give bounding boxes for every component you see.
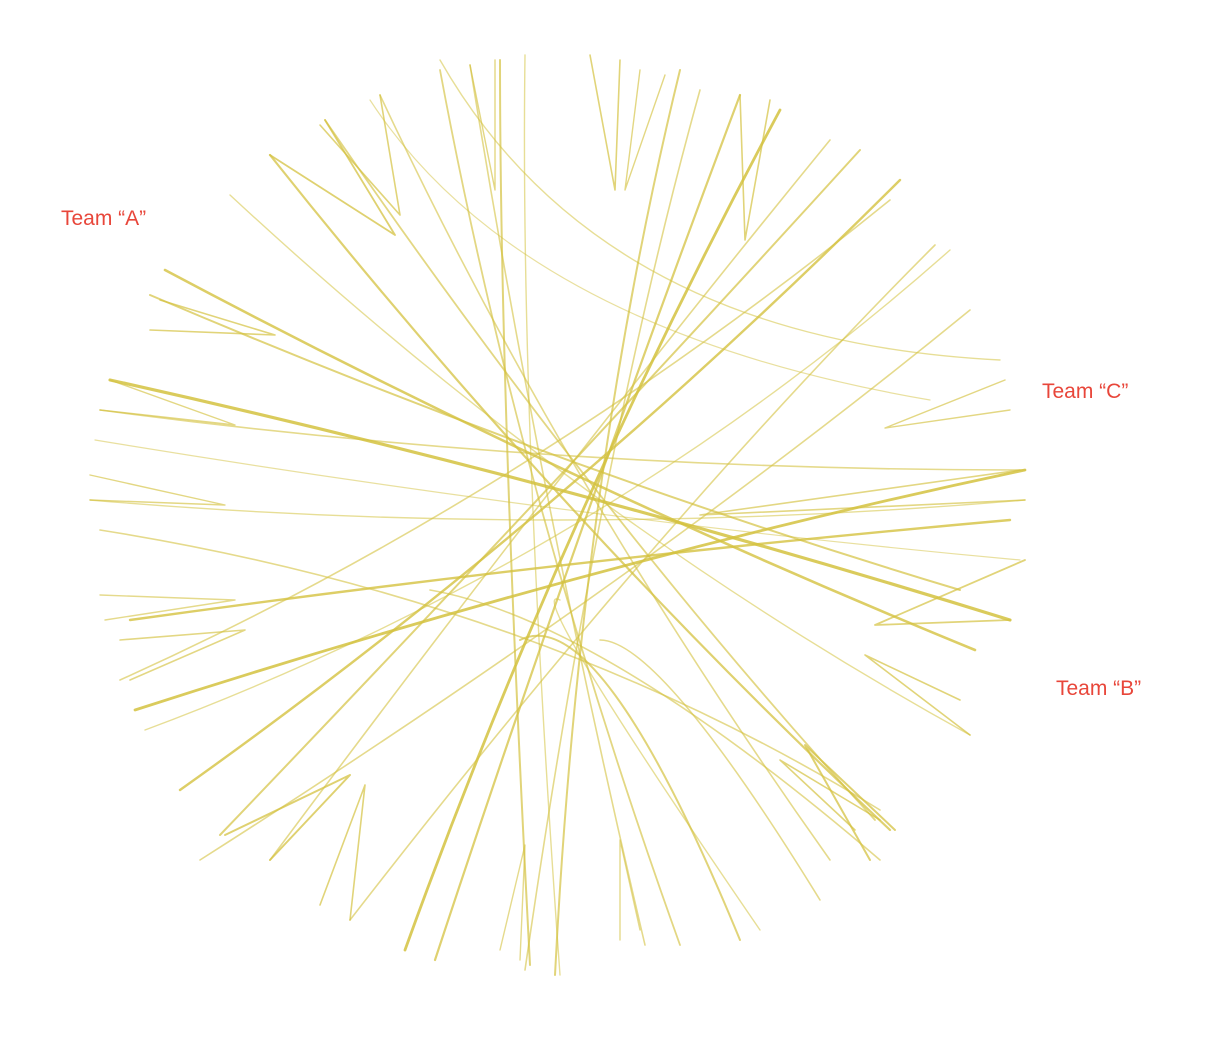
chord-loop-44: [624, 69, 666, 191]
chord-edge-9: [219, 149, 861, 836]
chord-loop-39: [99, 594, 236, 621]
chord-loop-46: [739, 94, 771, 241]
chord-edge-2: [149, 294, 961, 591]
chord-loop-43: [589, 54, 621, 191]
chord-edge-5: [128, 518, 1012, 622]
chord-edge-26: [199, 309, 971, 861]
chord-edge-20: [379, 94, 831, 861]
chord-loop-48: [699, 469, 1026, 516]
chord-edge-27: [349, 244, 936, 921]
chord-edge-18: [523, 54, 561, 976]
chord-edge-15: [439, 69, 681, 946]
chord-loop-35: [319, 94, 401, 216]
chord-loop-47: [884, 379, 1011, 429]
chord-edge-31: [599, 639, 821, 901]
chord-edge-17: [499, 59, 531, 966]
chord-loop-53: [619, 839, 641, 941]
chord-edge-0: [108, 378, 1012, 622]
chord-edge-4: [89, 499, 1026, 521]
chord-loop-34: [269, 119, 396, 236]
chord-edge-21: [268, 153, 892, 832]
chord-edge-33: [439, 59, 1001, 361]
team-b-label: Team “B”: [1056, 677, 1142, 700]
team-c-label: Team “C”: [1042, 380, 1129, 403]
chord-edge-24: [94, 439, 1021, 561]
chord-loop-50: [864, 654, 971, 736]
chord-edge-14: [554, 69, 681, 976]
chord-edges: [89, 54, 1027, 976]
chord-edge-3: [99, 409, 1026, 471]
chord-edge-12: [433, 93, 742, 962]
team-a-label: Team “A”: [61, 207, 147, 230]
chord-edge-7: [119, 199, 891, 681]
chord-edge-11: [403, 108, 782, 952]
chord-loop-37: [99, 379, 236, 426]
chord-loop-38: [89, 474, 226, 506]
chord-loop-45: [469, 59, 496, 191]
chord-edge-30: [429, 589, 881, 861]
chord-edge-19: [324, 119, 876, 821]
chord-edge-13: [524, 89, 701, 971]
chord-edge-23: [99, 529, 881, 811]
chord-loop-40: [119, 629, 246, 681]
chord-edge-10: [269, 139, 831, 861]
chord-loop-41: [224, 774, 351, 861]
chord-loop-54: [499, 844, 526, 961]
chord-loop-36: [149, 299, 276, 336]
chord-edge-28: [553, 598, 761, 931]
chord-loop-42: [319, 784, 366, 921]
chord-edge-16: [469, 64, 646, 946]
chord-loop-52: [779, 759, 881, 831]
chord-loop-49: [874, 559, 1026, 626]
chord-edge-8: [178, 178, 902, 792]
chord-edge-29: [519, 634, 741, 941]
chord-edge-22: [229, 194, 971, 736]
chord-edge-32: [369, 99, 931, 401]
chord-loop-51: [804, 744, 896, 861]
